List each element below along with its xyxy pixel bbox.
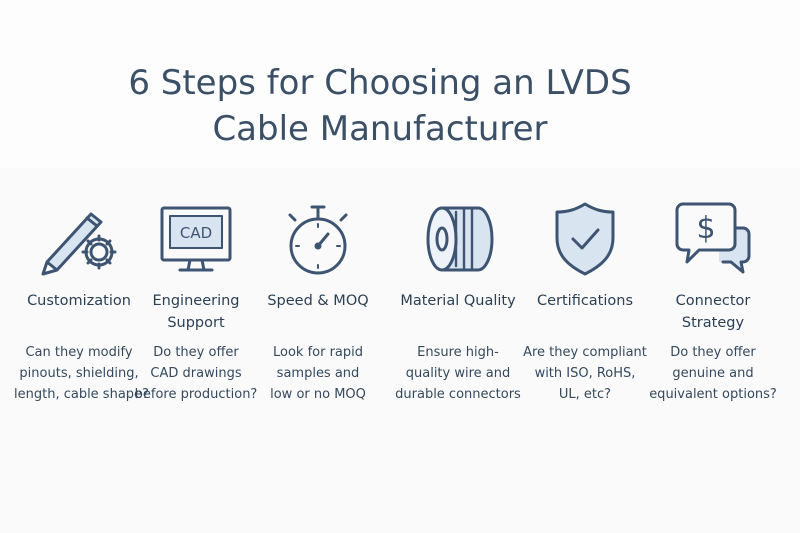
- desc-line: CAD drawings: [150, 366, 242, 381]
- desc-line: durable connectors: [395, 387, 521, 402]
- cable-spool-icon: [426, 206, 494, 272]
- desc-line: equivalent options?: [649, 387, 777, 402]
- step-material-quality: Material Quality Ensure high- quality wi…: [393, 200, 523, 405]
- step-certifications: Certifications Are they compliant with I…: [520, 200, 650, 405]
- cad-monitor-icon: CAD: [160, 206, 232, 272]
- desc-line: with ISO, RoHS,: [534, 366, 636, 381]
- desc-line: Can they modify: [25, 345, 133, 360]
- dollar-label: $: [696, 211, 715, 246]
- cad-label: CAD: [180, 224, 212, 242]
- step-description: Ensure high- quality wire and durable co…: [393, 342, 523, 405]
- title-line-2: Cable Manufacturer: [212, 109, 548, 149]
- step-heading: Customization: [27, 293, 131, 309]
- desc-line: Ensure high-: [417, 345, 499, 360]
- desc-line: UL, etc?: [558, 387, 612, 402]
- desc-line: quality wire and: [405, 366, 511, 381]
- step-engineering-support: CAD Engineering Support Do they offer CA…: [131, 200, 261, 405]
- step-heading: Engineering Support: [152, 293, 240, 331]
- step-heading: Material Quality: [400, 293, 516, 309]
- desc-line: Are they compliant: [523, 345, 647, 360]
- desc-line: genuine and: [672, 366, 754, 381]
- desc-line: low or no MOQ: [270, 387, 366, 402]
- step-speed-moq: Speed & MOQ Look for rapid samples and l…: [253, 200, 383, 405]
- step-customization: Customization Can they modify pinouts, s…: [14, 200, 149, 405]
- title-line-1: 6 Steps for Choosing an LVDS: [128, 63, 632, 103]
- desc-line: length, cable shape?: [14, 387, 149, 402]
- step-description: Look for rapid samples and low or no MOQ: [253, 342, 383, 405]
- desc-line: Do they offer: [153, 345, 239, 360]
- step-description: Are they compliant with ISO, RoHS, UL, e…: [520, 342, 650, 405]
- desc-line: Look for rapid: [272, 345, 364, 360]
- step-description: Do they offer genuine and equivalent opt…: [648, 342, 778, 405]
- shield-check-icon: [555, 202, 615, 276]
- step-heading: Connector Strategy: [675, 293, 751, 331]
- desc-line: pinouts, shielding,: [19, 366, 139, 381]
- page-title: 6 Steps for Choosing an LVDS Cable Manuf…: [0, 60, 760, 152]
- step-description: Can they modify pinouts, shielding, leng…: [14, 342, 149, 405]
- desc-line: samples and: [276, 366, 360, 381]
- step-description: Do they offer CAD drawings before produc…: [131, 342, 261, 405]
- pencil-gear-icon: [41, 212, 117, 276]
- stopwatch-icon: [288, 205, 348, 275]
- step-connector-strategy: $ Connector Strategy Do they offer genui…: [648, 200, 778, 405]
- step-heading: Certifications: [536, 293, 634, 309]
- content-band: [0, 168, 800, 533]
- dollar-chat-icon: $: [675, 202, 751, 274]
- desc-line: Do they offer: [670, 345, 756, 360]
- desc-line: before production?: [134, 387, 258, 402]
- step-heading: Speed & MOQ: [267, 293, 369, 309]
